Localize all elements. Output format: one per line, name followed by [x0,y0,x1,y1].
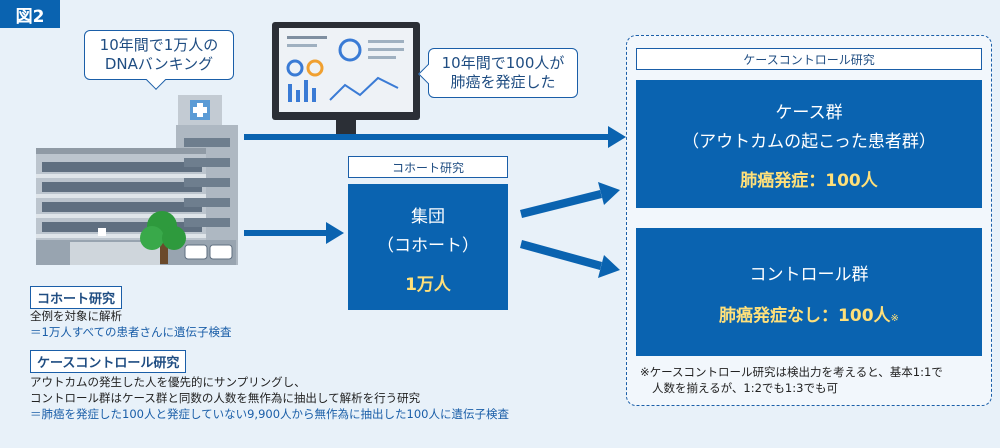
legend-cohort-title: コホート研究 [30,286,123,309]
cohort-label: コホート研究 [348,156,508,178]
legend-cc-line2: コントロール群はケース群と同数の人数を無作為に抽出して解析を行う研究 [30,391,421,405]
figure-label: 図2 [0,0,60,28]
onset-line1: 10年間で100人が [441,54,565,72]
control-box: コントロール群 肺癌発症なし：100人※ [636,228,982,356]
cc-note-line2: 人数を揃えるが、1:2でも1:3でも可 [652,381,838,395]
banking-bubble: 10年間で1万人の DNAバンキング [84,30,234,90]
cohort-box: 集団 （コホート） 1万人 [348,184,508,310]
monitor-icon [272,22,420,140]
control-stat: 肺癌発症なし：100人 [719,306,891,326]
legend-cohort-line1: 全例を対象に解析 [30,309,122,323]
case-box: ケース群 （アウトカムの起こった患者群） 肺癌発症：100人 [636,80,982,208]
case-stat: 肺癌発症：100人 [740,171,878,191]
hospital-icon [36,95,238,265]
legend-cc-line1: アウトカムの発生した人を優先的にサンプリングし、 [30,375,306,389]
banking-line2: DNAバンキング [104,55,214,73]
case-line2: （アウトカムの起こった患者群） [682,132,936,152]
legend-cohort-body: 全例を対象に解析 ＝1万人すべての患者さんに遺伝子検査 [30,308,330,340]
control-line1: コントロール群 [749,265,869,285]
control-note-mark: ※ [890,313,899,324]
cohort-line2: （コホート） [377,236,479,256]
cohort-line1: 集団 [411,207,445,227]
case-control-label: ケースコントロール研究 [636,48,982,70]
legend-cohort-line2: ＝1万人すべての患者さんに遺伝子検査 [30,325,232,339]
legend-cc-body: アウトカムの発生した人を優先的にサンプリングし、 コントロール群はケース群と同数… [30,374,620,422]
legend-cc-line3: ＝肺癌を発症した100人と発症していない9,900人から無作為に抽出した100人… [30,407,509,421]
flow-arrows [244,126,626,278]
onset-bubble: 10年間で100人が 肺癌を発症した [418,48,578,98]
onset-line2: 肺癌を発症した [450,73,556,91]
cc-note-line1: ※ケースコントロール研究は検出力を考えると、基本1:1で [640,365,943,379]
legend-cc-title: ケースコントロール研究 [30,350,187,373]
banking-line1: 10年間で1万人の [99,36,219,54]
cohort-count: 1万人 [405,275,451,295]
case-control-note: ※ケースコントロール研究は検出力を考えると、基本1:1で 人数を揃えるが、1:2… [640,364,988,396]
case-line1: ケース群 [775,103,843,123]
